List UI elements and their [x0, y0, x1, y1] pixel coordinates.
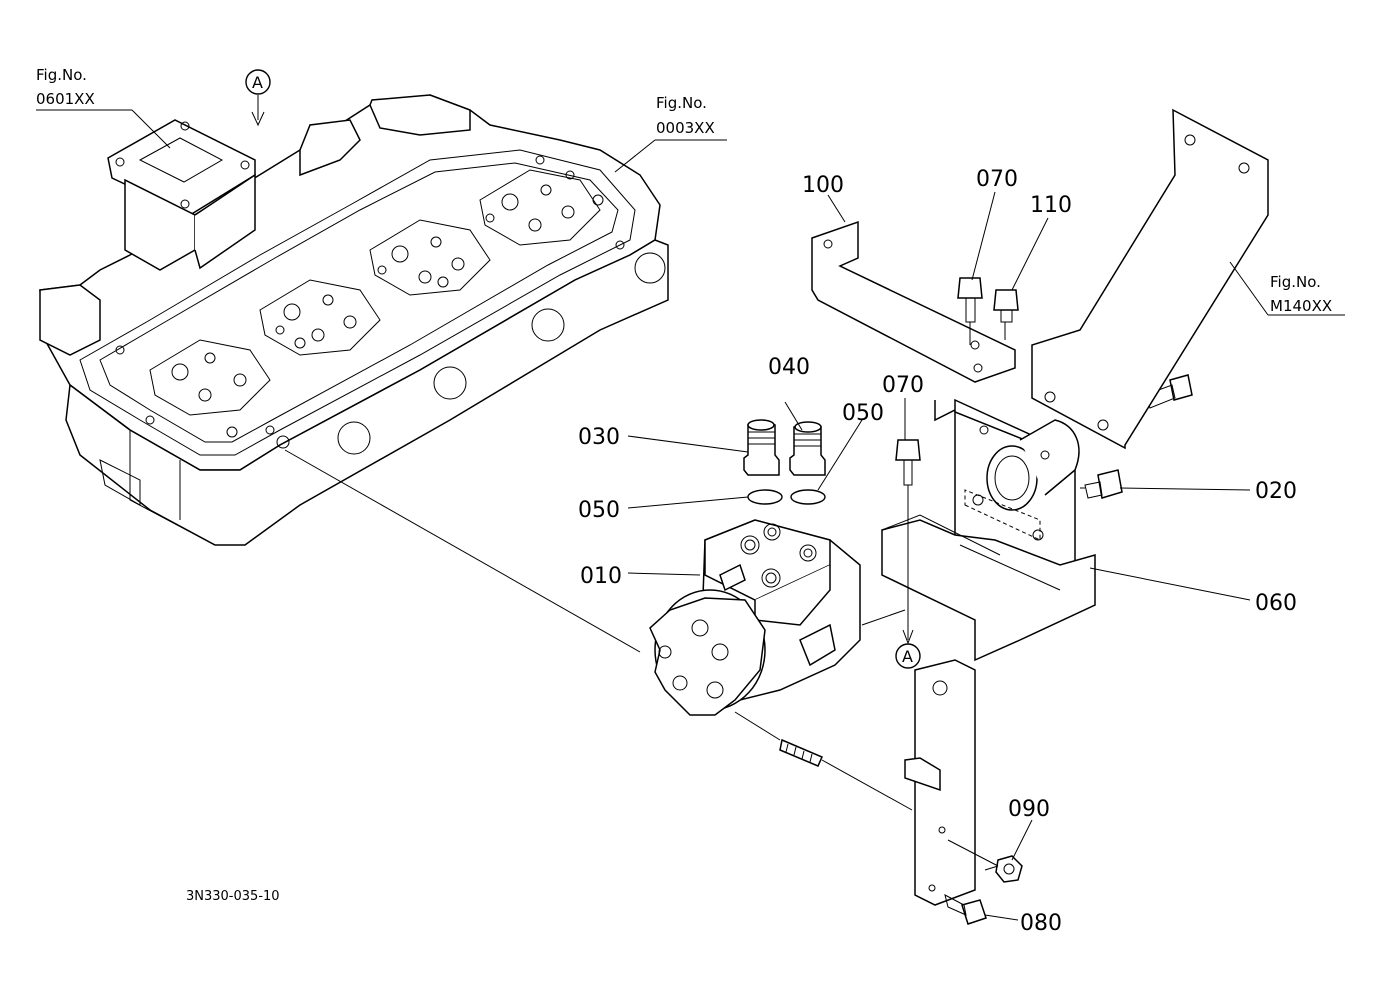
part-label-070-lower: 070 — [882, 373, 924, 398]
part-label-080: 080 — [1020, 911, 1062, 936]
bracket-060 — [881, 398, 1096, 906]
marker-a-circle-bottom — [895, 643, 921, 669]
o-ring-050-right — [790, 489, 826, 505]
part-label-070-upper: 070 — [976, 167, 1018, 192]
part-label-050-left: 050 — [578, 498, 620, 523]
part-label-110: 110 — [1030, 193, 1072, 218]
part-label-030: 030 — [578, 425, 620, 450]
leader-lines — [108, 95, 1345, 921]
part-label-010: 010 — [580, 564, 622, 589]
part-label-020: 020 — [1255, 479, 1297, 504]
marker-a-circle-top — [245, 69, 271, 95]
fitting-030 — [743, 419, 780, 476]
bolt-080 — [944, 894, 987, 925]
bolt-070-upper — [957, 277, 983, 323]
fig-ref-0003-line2: 0003XX — [656, 119, 715, 137]
bolt-020 — [1084, 469, 1123, 499]
bolt-070-lower — [895, 439, 921, 486]
bolt-110 — [993, 289, 1019, 323]
fig-ref-0601-line2: 0601XX — [36, 90, 95, 108]
part-label-090: 090 — [1008, 797, 1050, 822]
fig-ref-m140-line1: Fig.No. — [1270, 273, 1321, 291]
part-label-050-right: 050 — [842, 401, 884, 426]
part-label-100: 100 — [802, 173, 844, 198]
cylinder-head-drawing — [39, 94, 669, 546]
steering-unit-010 — [649, 519, 861, 716]
bracket-100 — [811, 220, 1016, 383]
part-label-060: 060 — [1255, 591, 1297, 616]
fig-ref-m140-line2: M140XX — [1270, 297, 1332, 315]
drawing-code: 3N330-035-10 — [186, 889, 280, 904]
marker-a-bottom: A — [902, 647, 913, 666]
part-label-040: 040 — [768, 355, 810, 380]
frame-plate-m140 — [1031, 108, 1269, 450]
stud — [779, 738, 823, 767]
fitting-040 — [789, 421, 826, 476]
fig-ref-0003-line1: Fig.No. — [656, 94, 707, 112]
nut-090 — [995, 855, 1023, 883]
marker-a-top: A — [252, 73, 263, 92]
o-ring-050-left — [747, 489, 783, 505]
fig-ref-0601-line1: Fig.No. — [36, 66, 87, 84]
